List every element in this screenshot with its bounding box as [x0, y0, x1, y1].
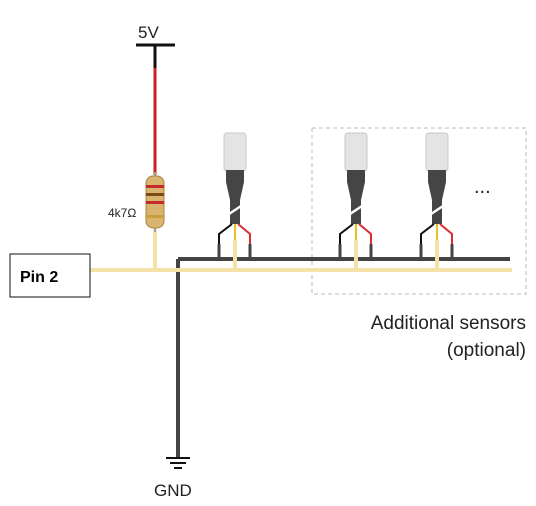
sensor-neck [347, 170, 365, 182]
sensor-taper [347, 182, 365, 200]
supply-label: 5V [138, 23, 159, 42]
sensor-cable [230, 200, 240, 224]
sensor-taper [428, 182, 446, 200]
lead-red [237, 223, 251, 259]
ground-symbol [166, 457, 190, 469]
sensor-cap [344, 132, 368, 172]
lead-black [339, 223, 354, 259]
lead-black [218, 223, 233, 259]
sensor-3 [419, 132, 454, 270]
sensor-cable [432, 200, 442, 224]
sensor-2 [338, 132, 373, 270]
pullup-resistor [145, 172, 165, 232]
sensor-cap [223, 132, 247, 172]
sensor-cap [425, 132, 449, 172]
more-sensors-ellipsis: ... [474, 176, 491, 198]
lead-red [358, 223, 372, 259]
optional-sensors-region [311, 127, 527, 295]
ground-label: GND [154, 481, 192, 500]
pin-label: Pin 2 [20, 269, 58, 286]
sensors-layer [217, 132, 454, 270]
pin-2-box: Pin 2 [9, 253, 91, 298]
sensor-neck [428, 170, 446, 182]
sensor-taper [226, 182, 244, 200]
optional-title: Additional sensors [371, 313, 526, 334]
cable-break-mark [349, 204, 363, 216]
lead-black [420, 223, 435, 259]
sensor-1 [217, 132, 252, 270]
sensor-neck [226, 170, 244, 182]
cable-break-mark [430, 204, 444, 216]
optional-subtitle: (optional) [447, 340, 526, 361]
sensor-cable [351, 200, 361, 224]
resistor-label: 4k7Ω [108, 206, 136, 220]
lead-red [439, 223, 453, 259]
cable-break-mark [228, 204, 242, 216]
